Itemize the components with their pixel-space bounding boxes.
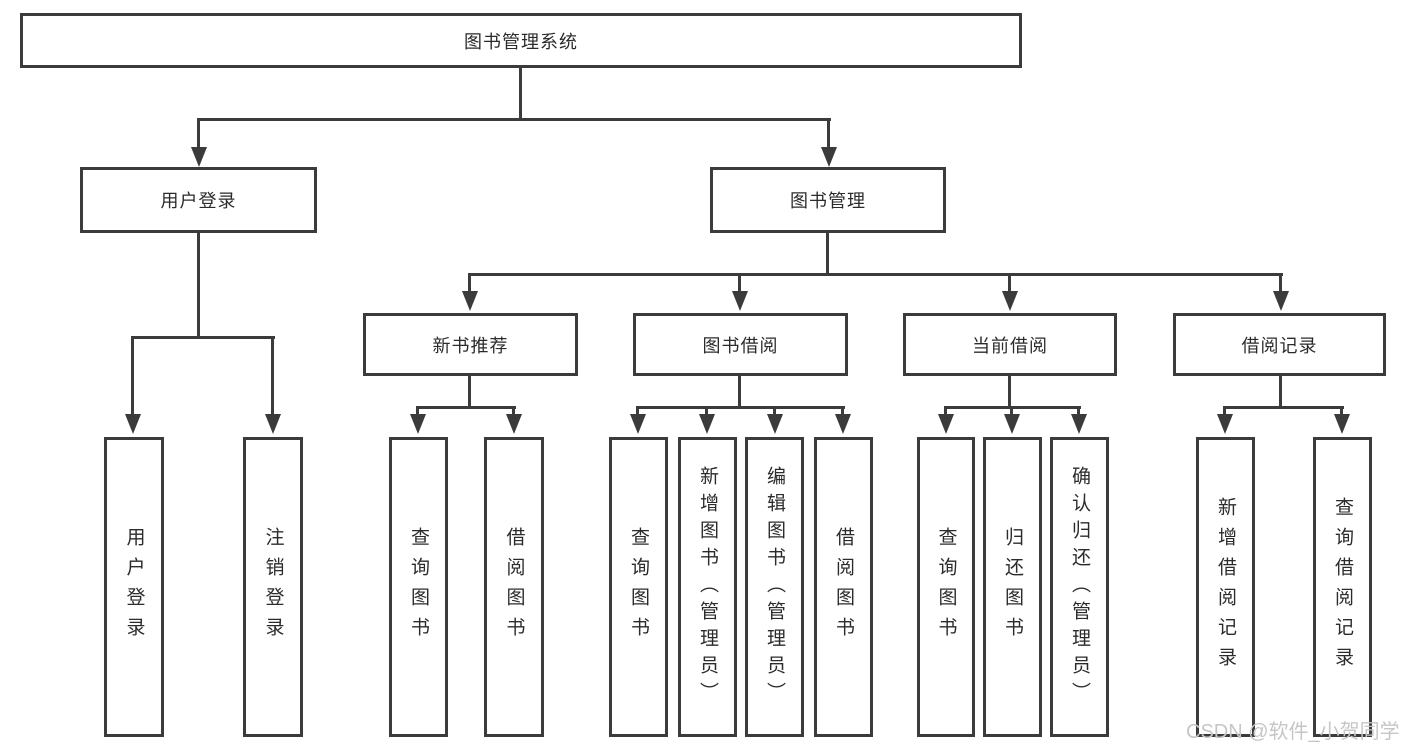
connector-line (468, 376, 471, 409)
arrowhead-down-icon (125, 414, 141, 434)
arrowhead-down-icon (410, 414, 426, 434)
node-label: 图书借阅 (702, 335, 779, 356)
arrowhead-down-icon (506, 414, 522, 434)
connector-line (1223, 406, 1226, 418)
connector-line (773, 406, 776, 418)
connector-line (1279, 376, 1282, 409)
connector-line (197, 233, 200, 339)
node-label: 图书管理 (790, 191, 866, 211)
connector-line (826, 233, 829, 276)
connector-line (512, 406, 515, 418)
connector-line (271, 336, 274, 416)
connector-line (636, 406, 845, 409)
node-label: 当前借阅 (972, 335, 1048, 356)
arrowhead-down-icon (1334, 414, 1350, 434)
leaf-current-return-books: 归还图书 (983, 437, 1042, 737)
node-label: 新书推荐 (432, 335, 509, 356)
leaf-user-login: 用户登录 (104, 437, 164, 737)
node-label: 用户登录 (160, 191, 237, 211)
arrowhead-down-icon (191, 147, 207, 167)
leaf-current-confirm-return-admin: 确认归还（管理员） (1050, 437, 1109, 737)
watermark: CSDN @软件_小贺同学 (1186, 721, 1400, 743)
node-current-borrowing: 当前借阅 (903, 313, 1117, 376)
connector-line (131, 336, 275, 339)
connector-line (705, 406, 708, 418)
node-borrowing-records: 借阅记录 (1173, 313, 1386, 376)
node-label: 借阅图书 (833, 527, 854, 647)
connector-line (468, 276, 471, 292)
node-label: 查询借阅记录 (1332, 497, 1353, 677)
leaf-borrowing-query-books: 查询图书 (609, 437, 668, 737)
node-label: 新增借阅记录 (1215, 497, 1236, 677)
connector-line (1340, 406, 1343, 418)
connector-line (738, 376, 741, 409)
leaf-current-query-books: 查询图书 (917, 437, 975, 737)
leaf-records-query-record: 查询借阅记录 (1313, 437, 1372, 737)
node-label: 查询图书 (628, 527, 649, 647)
arrowhead-down-icon (821, 147, 837, 167)
node-book-borrowing: 图书借阅 (633, 313, 848, 376)
node-label: 确认归还（管理员） (1069, 465, 1090, 709)
leaf-records-add-record: 新增借阅记录 (1196, 437, 1255, 737)
node-library-system: 图书管理系统 (20, 13, 1022, 68)
arrowhead-down-icon (1004, 414, 1020, 434)
connector-line (1010, 406, 1013, 418)
leaf-recommend-borrow-books: 借阅图书 (484, 437, 544, 737)
connector-line (841, 406, 844, 418)
node-user-login: 用户登录 (80, 167, 317, 233)
leaf-logout: 注销登录 (243, 437, 303, 737)
node-label: 编辑图书（管理员） (764, 465, 785, 709)
arrowhead-down-icon (1217, 414, 1233, 434)
arrowhead-down-icon (1273, 291, 1289, 311)
node-label: 新增图书（管理员） (697, 465, 718, 709)
arrowhead-down-icon (462, 291, 478, 311)
connector-line (131, 336, 134, 416)
connector-line (636, 406, 639, 418)
node-book-management: 图书管理 (710, 167, 946, 233)
connector-line (1077, 406, 1080, 418)
connector-line (738, 276, 741, 292)
leaf-recommend-query-books: 查询图书 (389, 437, 448, 737)
node-label: 借阅记录 (1241, 335, 1318, 356)
connector-line (197, 118, 200, 150)
arrowhead-down-icon (265, 414, 281, 434)
node-label: 注销登录 (262, 527, 284, 647)
node-new-book-recommend: 新书推荐 (363, 313, 578, 376)
connector-line (1008, 276, 1011, 292)
connector-line (468, 273, 1283, 276)
leaf-borrowing-add-books-admin: 新增图书（管理员） (678, 437, 737, 737)
arrowhead-down-icon (732, 291, 748, 311)
connector-line (827, 118, 830, 150)
connector-line (1223, 406, 1344, 409)
connector-line (519, 68, 522, 121)
arrowhead-down-icon (1071, 414, 1087, 434)
arrowhead-down-icon (767, 414, 783, 434)
arrowhead-down-icon (938, 414, 954, 434)
leaf-borrowing-borrow-books: 借阅图书 (814, 437, 873, 737)
node-label: 图书管理系统 (464, 31, 578, 52)
leaf-borrowing-edit-books-admin: 编辑图书（管理员） (745, 437, 804, 737)
node-label: 查询图书 (408, 527, 429, 647)
connector-line (197, 118, 831, 121)
node-label: 用户登录 (123, 527, 145, 647)
node-label: 归还图书 (1002, 527, 1023, 647)
arrowhead-down-icon (699, 414, 715, 434)
connector-line (1279, 276, 1282, 292)
arrowhead-down-icon (835, 414, 851, 434)
connector-line (416, 406, 516, 409)
connector-line (416, 406, 419, 418)
arrowhead-down-icon (1002, 291, 1018, 311)
node-label: 查询图书 (935, 527, 957, 647)
arrowhead-down-icon (630, 414, 646, 434)
node-label: 借阅图书 (503, 527, 525, 647)
connector-line (1008, 376, 1011, 409)
connector-line (944, 406, 947, 418)
